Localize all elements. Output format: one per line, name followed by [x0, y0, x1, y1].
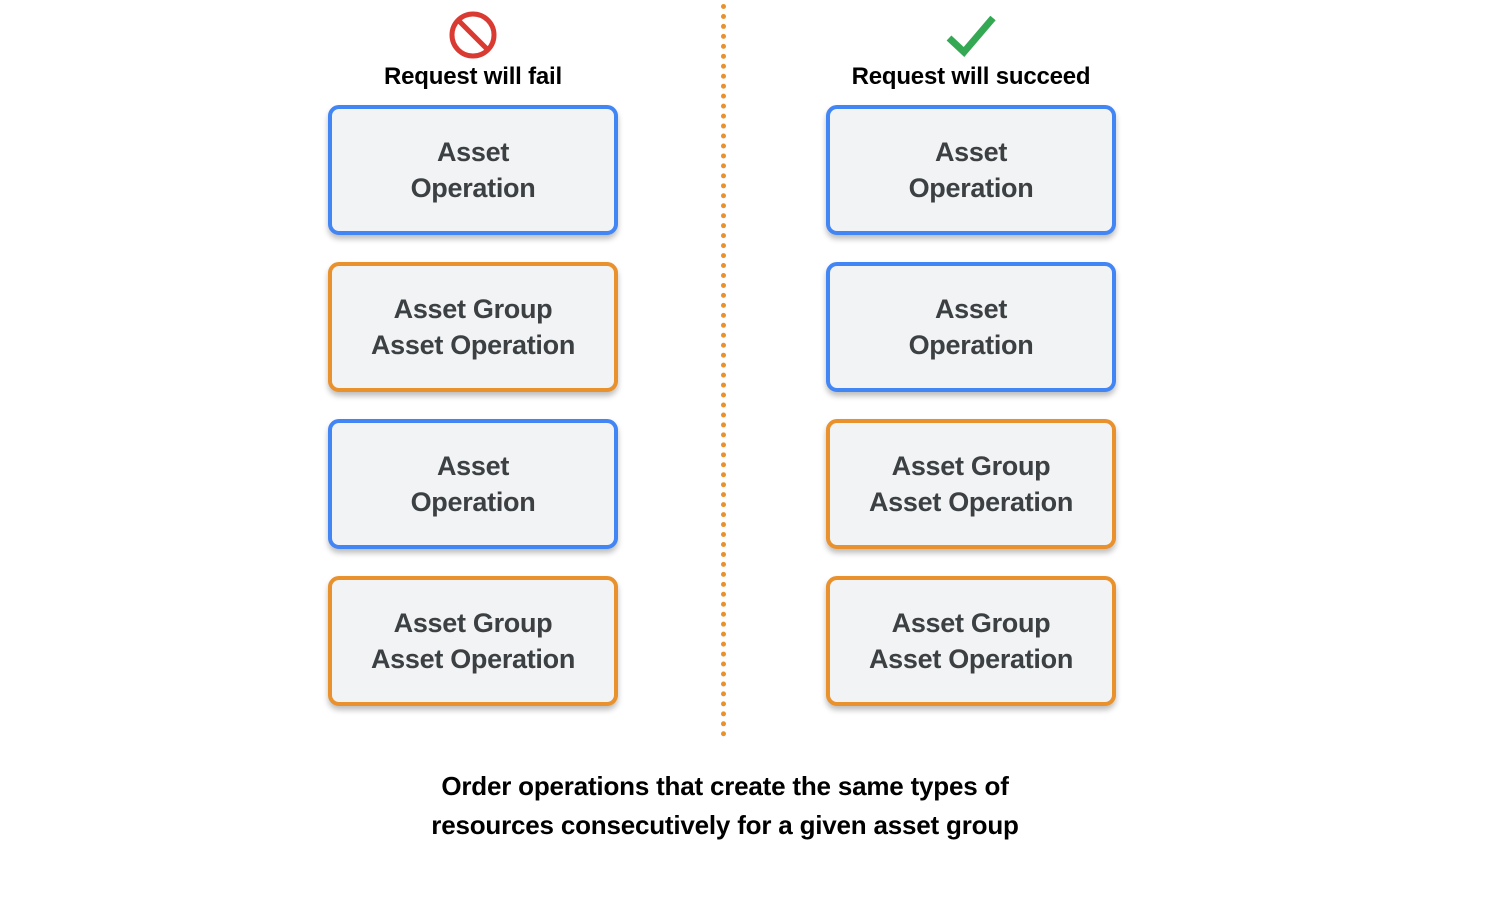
operation-box-label: Asset Operation — [410, 451, 536, 517]
operation-box[interactable]: Asset Group Asset Operation — [328, 262, 618, 392]
column-header-fail: Request will fail — [328, 8, 618, 92]
operation-box[interactable]: Asset Group Asset Operation — [826, 576, 1116, 706]
operation-box[interactable]: Asset Group Asset Operation — [328, 576, 618, 706]
prohibition-icon — [447, 8, 499, 62]
column-title-succeed: Request will succeed — [851, 63, 1091, 90]
checkmark-icon — [942, 8, 1000, 62]
box-stack-fail: Asset Operation Asset Group Asset Operat… — [328, 105, 628, 706]
operation-box[interactable]: Asset Operation — [328, 105, 618, 235]
operation-box[interactable]: Asset Group Asset Operation — [826, 419, 1116, 549]
operation-box-label: Asset Group Asset Operation — [868, 608, 1074, 674]
operation-box-label: Asset Operation — [908, 294, 1034, 360]
operation-box[interactable]: Asset Operation — [328, 419, 618, 549]
column-header-succeed: Request will succeed — [826, 8, 1116, 92]
operation-box-label: Asset Operation — [908, 137, 1034, 203]
operation-box-label: Asset Operation — [410, 137, 536, 203]
operation-box[interactable]: Asset Operation — [826, 262, 1116, 392]
column-request-will-succeed: Request will succeed Asset Operation Ass… — [826, 8, 1126, 706]
diagram-caption: Order operations that create the same ty… — [431, 771, 1019, 840]
box-stack-succeed: Asset Operation Asset Operation Asset Gr… — [826, 105, 1126, 706]
operation-box-label: Asset Group Asset Operation — [370, 608, 576, 674]
operation-box-label: Asset Group Asset Operation — [370, 294, 576, 360]
column-divider — [721, 4, 726, 737]
operation-box[interactable]: Asset Operation — [826, 105, 1116, 235]
column-title-fail: Request will fail — [384, 63, 562, 90]
operation-box-label: Asset Group Asset Operation — [868, 451, 1074, 517]
column-request-will-fail: Request will fail Asset Operation Asset … — [328, 8, 628, 706]
